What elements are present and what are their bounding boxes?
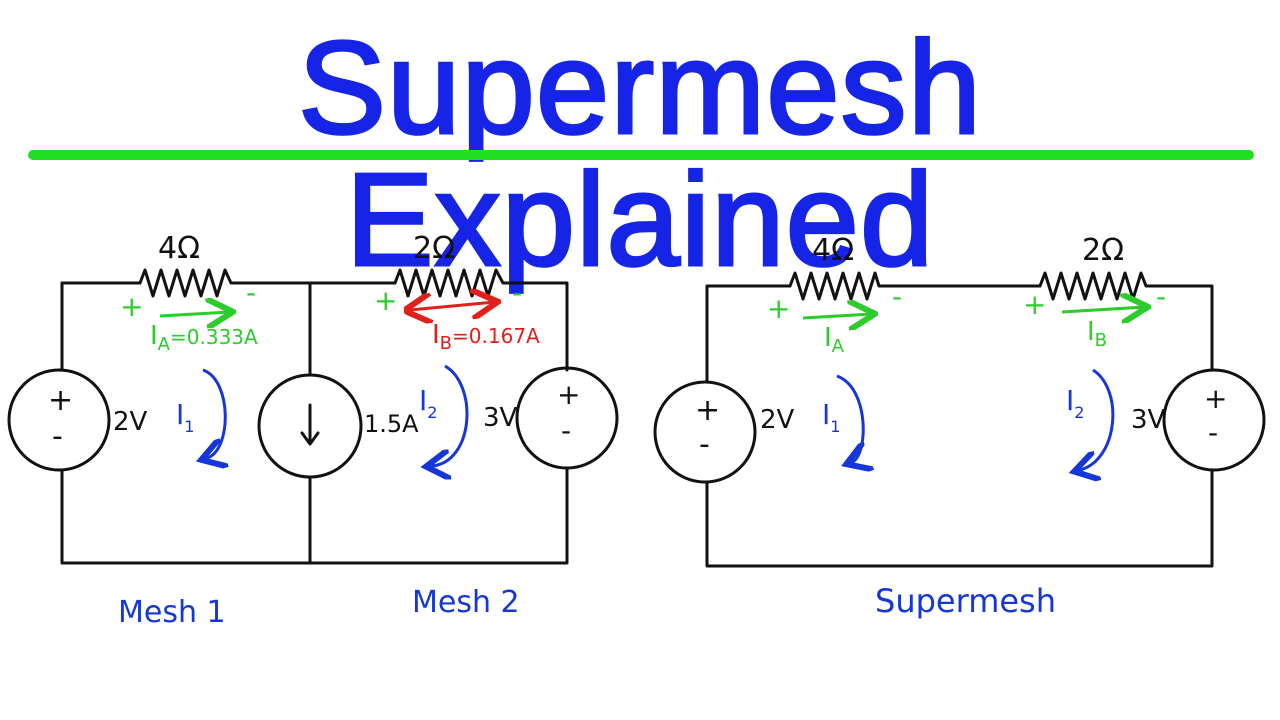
title-underline xyxy=(28,150,1254,160)
right-voltage-source-3v xyxy=(1162,368,1266,472)
right-i1-label: I1 xyxy=(822,398,840,436)
right-r1-minus: - xyxy=(892,280,902,313)
left-r2-plus: + xyxy=(374,284,397,317)
right-r2-plus: + xyxy=(1023,288,1046,321)
left-resistor-2ohm xyxy=(393,268,507,298)
right-voltage-source-2v xyxy=(653,380,757,484)
right-r2-minus: - xyxy=(1156,280,1166,313)
left-vs1-label: 2V xyxy=(113,407,148,437)
mesh2-label: Mesh 2 xyxy=(412,585,520,620)
left-voltage-source-2v xyxy=(7,368,111,472)
right-outer-wire xyxy=(705,284,1214,568)
down-arrow-icon xyxy=(300,403,320,446)
left-i2-loop-arrow xyxy=(432,364,469,466)
right-ia-label: IA xyxy=(824,323,845,357)
left-current-source xyxy=(257,373,363,479)
right-vs2-minus: - xyxy=(1208,416,1218,449)
right-vs2-plus: + xyxy=(1204,382,1227,415)
right-r1-plus: + xyxy=(767,292,790,325)
right-i2-loop-arrow xyxy=(1080,368,1115,470)
right-vs1-plus: + xyxy=(695,393,720,428)
right-resistor-4ohm xyxy=(788,271,882,301)
left-r2-minus: - xyxy=(512,276,522,309)
left-cs-label: 1.5A xyxy=(364,410,419,438)
right-i1-loop-arrow xyxy=(836,374,863,462)
right-vs2-label: 3V xyxy=(1131,405,1166,435)
right-r1-label: 4Ω xyxy=(812,233,854,268)
left-top-wire-c xyxy=(503,281,569,372)
right-ib-arrow xyxy=(1061,307,1145,312)
ib-arrow xyxy=(410,302,495,310)
page-title: Supermesh Explained xyxy=(296,14,983,293)
left-r1-label: 4Ω xyxy=(158,231,200,266)
left-vs2-label: 3V xyxy=(483,403,518,433)
ia-arrow xyxy=(159,312,230,316)
left-i1-loop-arrow xyxy=(203,368,225,458)
left-vs1-minus: - xyxy=(52,419,63,454)
left-ib-label: IB=0.167A xyxy=(432,320,540,354)
right-vs1-minus: - xyxy=(699,427,710,462)
left-r1-plus: + xyxy=(120,290,143,323)
right-circuit: 4Ω 2Ω + - 2V 3V + - + - + - IA IB I1 I2 … xyxy=(653,233,1266,620)
left-circuit: 4Ω 2Ω + - 2V 1.5A 3V + - + - + - IA=0.33… xyxy=(7,231,619,630)
left-voltage-source-3v xyxy=(515,366,619,470)
right-vs1-label: 2V xyxy=(760,405,795,435)
left-left-wire xyxy=(60,281,569,565)
left-vs1-plus: + xyxy=(48,383,73,418)
left-i2-label: I2 xyxy=(419,384,437,422)
left-ia-label: IA=0.333A xyxy=(150,321,258,355)
right-r2-label: 2Ω xyxy=(1082,233,1124,268)
right-ib-label: IB xyxy=(1087,317,1107,351)
right-ia-arrow xyxy=(802,314,872,318)
left-r2-label: 2Ω xyxy=(413,231,455,266)
left-i1-label: I1 xyxy=(176,398,194,436)
left-vs2-minus: - xyxy=(561,414,571,447)
right-top-wire-c xyxy=(1146,284,1214,372)
mesh1-label: Mesh 1 xyxy=(118,595,226,630)
left-vs2-plus: + xyxy=(557,378,580,411)
left-r1-minus: - xyxy=(246,276,256,309)
supermesh-label: Supermesh xyxy=(875,582,1056,620)
right-i2-label: I2 xyxy=(1066,384,1084,422)
right-resistor-2ohm xyxy=(1038,271,1150,301)
left-resistor-4ohm xyxy=(138,268,237,298)
